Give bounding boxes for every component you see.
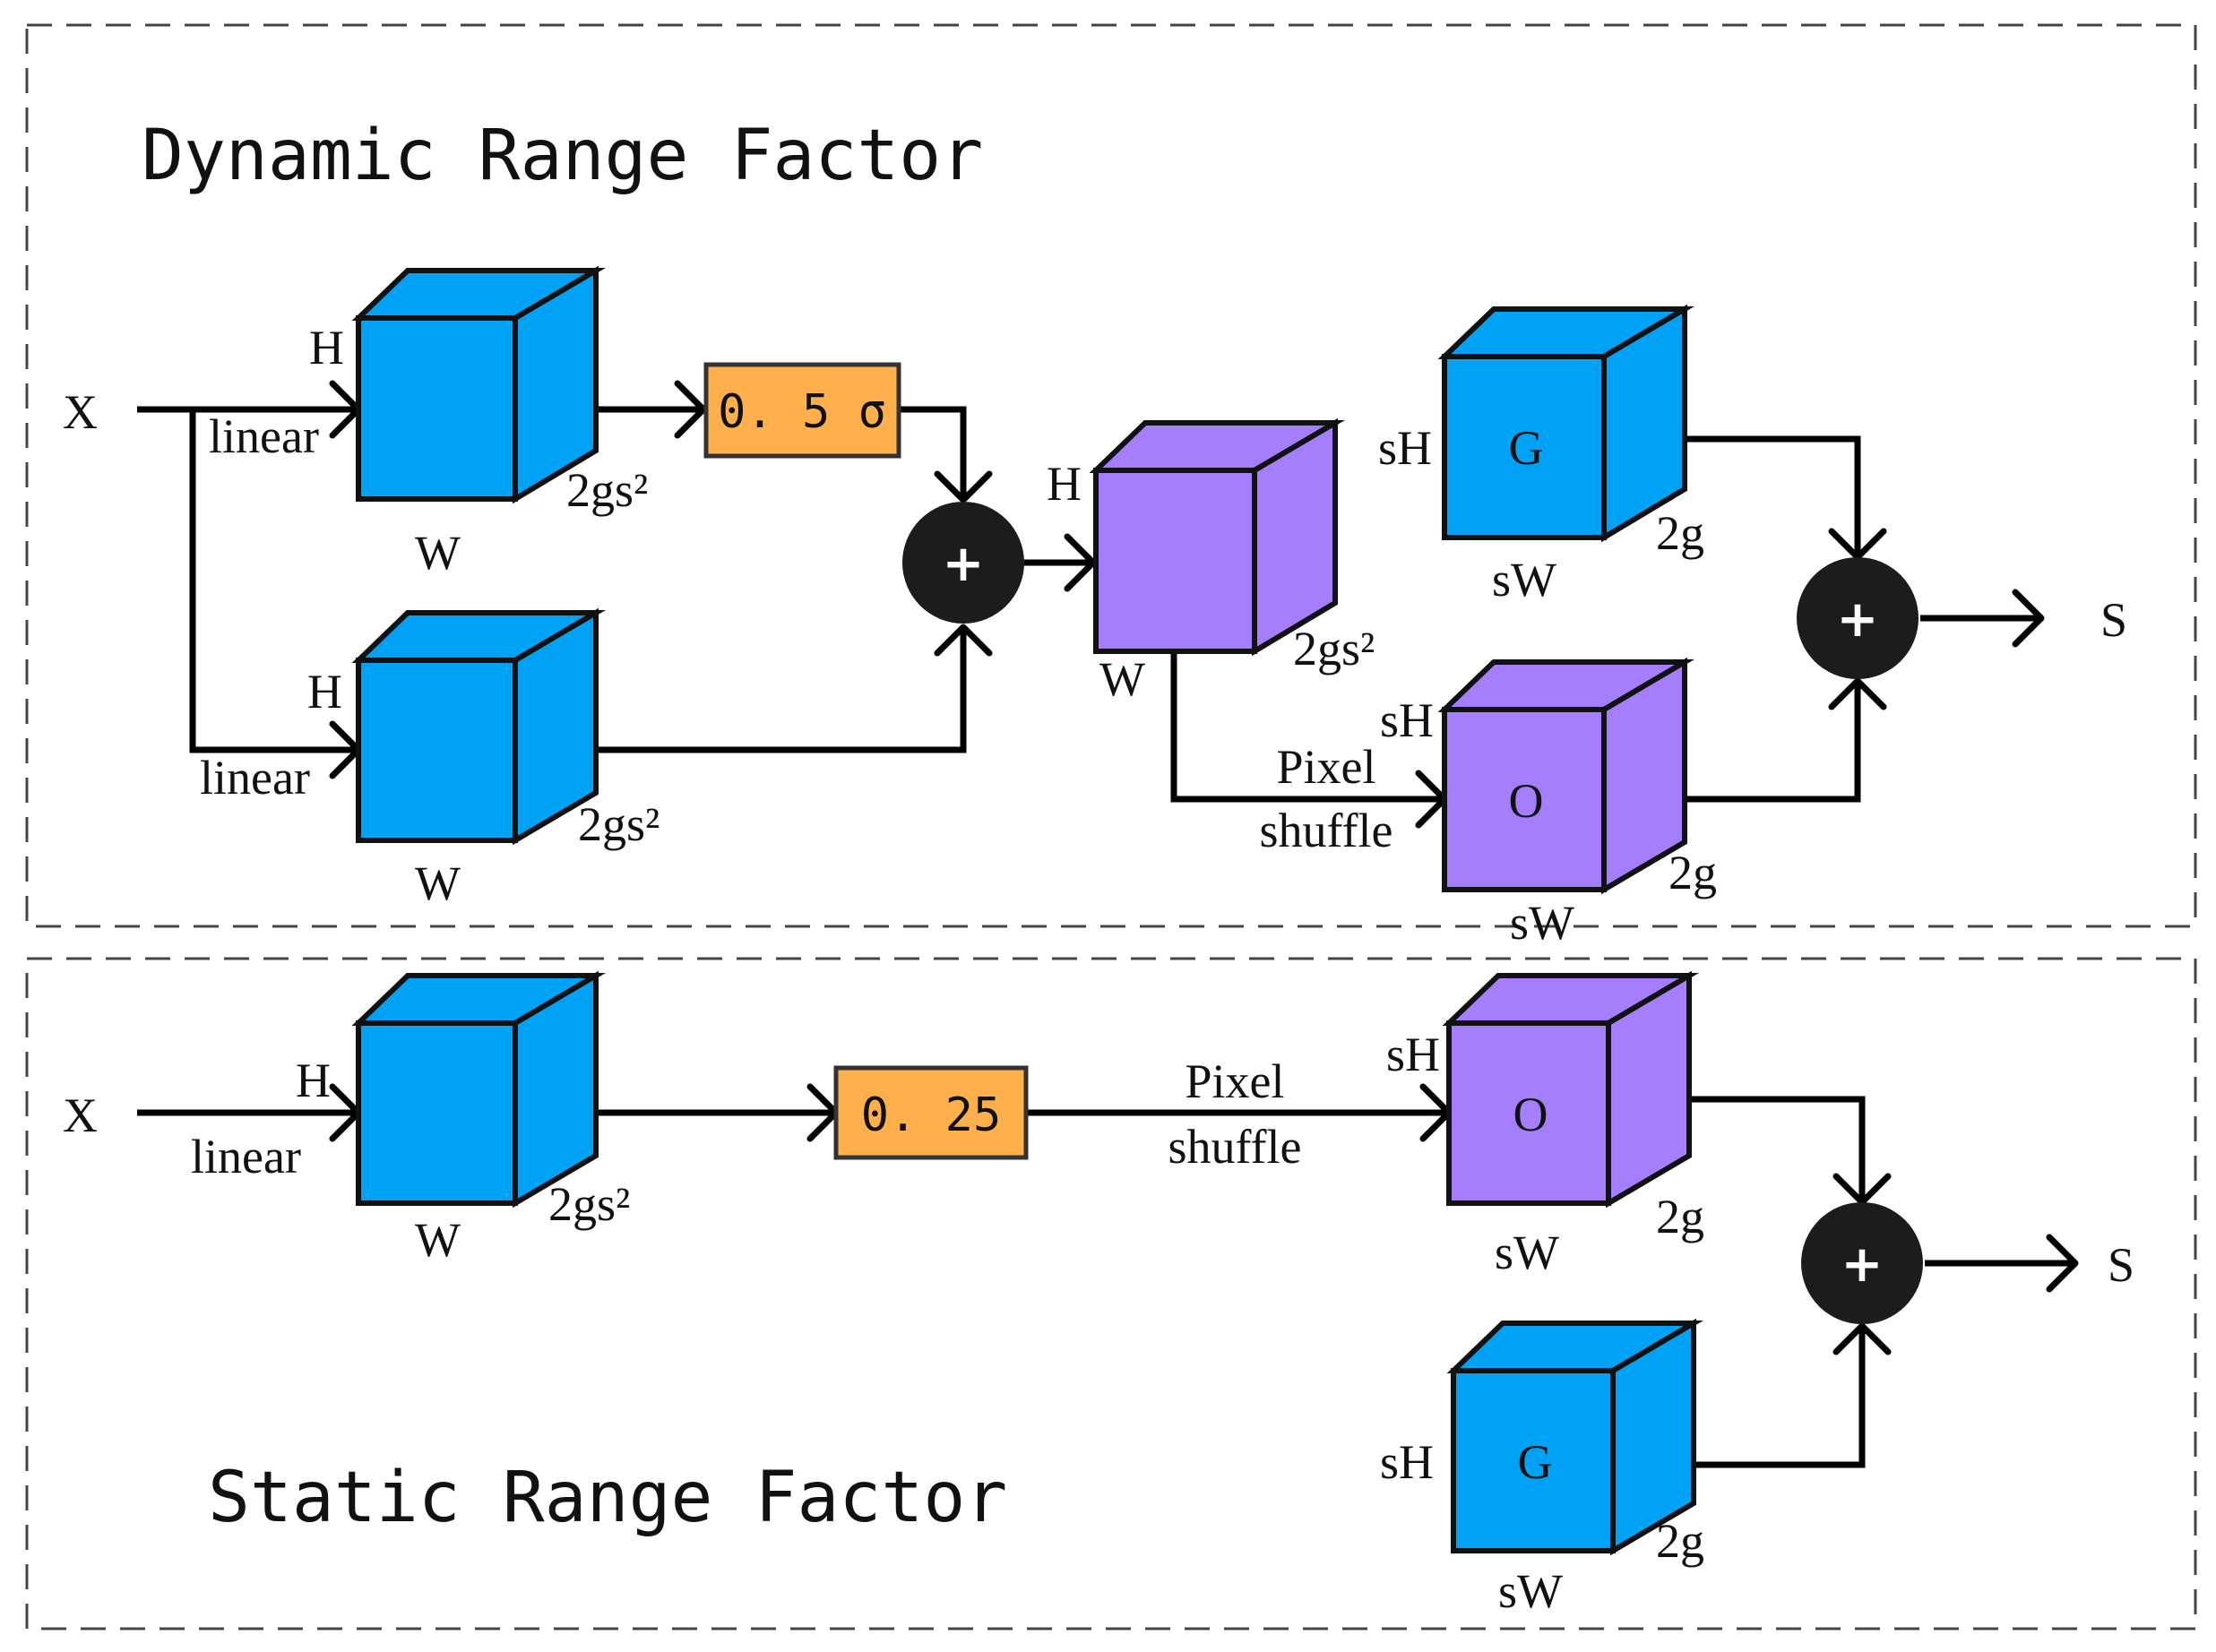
arrowhead bbox=[1832, 1322, 1892, 1355]
dynamic-shuffle-wire bbox=[1170, 651, 1444, 803]
static-g-w-label: sW bbox=[1498, 1564, 1563, 1618]
dynamic-bottom-op-label: linear bbox=[200, 751, 310, 804]
dynamic-merged-w-label: W bbox=[1099, 652, 1145, 706]
arrowhead bbox=[2012, 589, 2045, 648]
static-h-label: H bbox=[296, 1054, 331, 1107]
static-sum-symbol: + bbox=[1841, 1235, 1884, 1294]
arrowhead bbox=[2046, 1234, 2079, 1293]
arrowhead bbox=[934, 624, 993, 657]
static-op-label: linear bbox=[191, 1130, 301, 1183]
static-o-h-label: sH bbox=[1386, 1028, 1440, 1081]
dynamic-panel-title: Dynamic Range Factor bbox=[142, 116, 983, 196]
arrowhead bbox=[934, 470, 993, 503]
static-sum-node bbox=[1801, 1202, 1923, 1324]
dynamic-bottom-to-sum-wire bbox=[596, 627, 967, 753]
arrowhead bbox=[674, 380, 707, 439]
static-g-to-sum-wire bbox=[1694, 1326, 1866, 1468]
dynamic-o-h-label: sH bbox=[1380, 693, 1434, 747]
dynamic-scale-to-sum-wire bbox=[899, 406, 967, 500]
dynamic-o-cube-label: O bbox=[1509, 774, 1544, 828]
dynamic-g-h-label: sH bbox=[1378, 421, 1432, 475]
static-input-label: X bbox=[63, 1088, 98, 1142]
static-c-label: 2gs² bbox=[548, 1177, 630, 1231]
dynamic-scale-box-label: 0. 5 σ bbox=[718, 385, 886, 439]
static-o-w-label: sW bbox=[1495, 1226, 1559, 1279]
dynamic-output-sum-symbol: + bbox=[1837, 590, 1879, 649]
static-g-cube-label: G bbox=[1518, 1435, 1553, 1489]
static-scale-box bbox=[833, 1065, 1029, 1160]
dynamic-output-sum-node bbox=[1797, 557, 1919, 679]
dynamic-input-label: X bbox=[63, 385, 98, 439]
arrowhead bbox=[1828, 677, 1887, 710]
dynamic-g-cube bbox=[1437, 304, 1695, 543]
dynamic-top-feature-cube bbox=[351, 265, 607, 504]
static-w-label: W bbox=[415, 1213, 461, 1267]
static-g-cube bbox=[1446, 1318, 1704, 1556]
dynamic-merged-c-label: 2gs² bbox=[1293, 622, 1375, 675]
static-g-c-label: 2g bbox=[1656, 1514, 1704, 1568]
static-panel-title: Static Range Factor bbox=[208, 1458, 1007, 1538]
dynamic-scale-box bbox=[703, 362, 901, 459]
static-shuffle-label-line1: Pixel bbox=[1185, 1054, 1284, 1108]
static-output-label: S bbox=[2108, 1238, 2134, 1292]
dynamic-g-c-label: 2g bbox=[1656, 506, 1704, 560]
dynamic-g-w-label: sW bbox=[1492, 553, 1556, 607]
static-shuffle-label-line2: shuffle bbox=[1168, 1120, 1302, 1174]
dynamic-merged-cube bbox=[1089, 417, 1346, 657]
dynamic-top-c-label: 2gs² bbox=[566, 463, 648, 517]
dynamic-o-c-label: 2g bbox=[1668, 846, 1717, 899]
static-o-c-label: 2g bbox=[1656, 1190, 1704, 1243]
dynamic-bottom-feature-cube bbox=[351, 607, 607, 846]
dynamic-o-w-label: sW bbox=[1510, 896, 1574, 950]
dynamic-sum-symbol: + bbox=[943, 535, 985, 593]
dynamic-branch-wire bbox=[189, 409, 358, 753]
dynamic-g-to-sum-wire bbox=[1685, 435, 1861, 557]
dynamic-bottom-c-label: 2gs² bbox=[578, 797, 660, 851]
dynamic-o-to-sum-wire bbox=[1685, 681, 1861, 803]
static-feature-cube bbox=[351, 970, 607, 1209]
dynamic-top-w-label: W bbox=[415, 526, 461, 580]
static-scale-box-label: 0. 25 bbox=[861, 1088, 1002, 1142]
static-g-h-label: sH bbox=[1380, 1435, 1434, 1489]
dynamic-output-label: S bbox=[2100, 593, 2127, 647]
dynamic-top-op-label: linear bbox=[209, 409, 319, 463]
dynamic-shuffle-label-line2: shuffle bbox=[1260, 804, 1393, 857]
dynamic-top-h-label: H bbox=[309, 321, 344, 374]
dynamic-shuffle-label-line1: Pixel bbox=[1276, 740, 1375, 794]
static-o-cube-label: O bbox=[1513, 1088, 1548, 1141]
static-o-to-sum-wire bbox=[1689, 1096, 1866, 1202]
dynamic-bottom-h-label: H bbox=[307, 665, 342, 718]
dynamic-sum-node bbox=[902, 502, 1024, 624]
dynamic-g-cube-label: G bbox=[1509, 421, 1544, 475]
static-o-cube bbox=[1442, 970, 1700, 1209]
dynamic-bottom-w-label: W bbox=[415, 856, 461, 910]
static-panel-frame bbox=[25, 957, 2197, 1630]
dynamic-o-cube bbox=[1437, 657, 1695, 895]
dynamic-merged-h-label: H bbox=[1047, 457, 1082, 511]
dynamic-panel-frame bbox=[25, 23, 2197, 928]
